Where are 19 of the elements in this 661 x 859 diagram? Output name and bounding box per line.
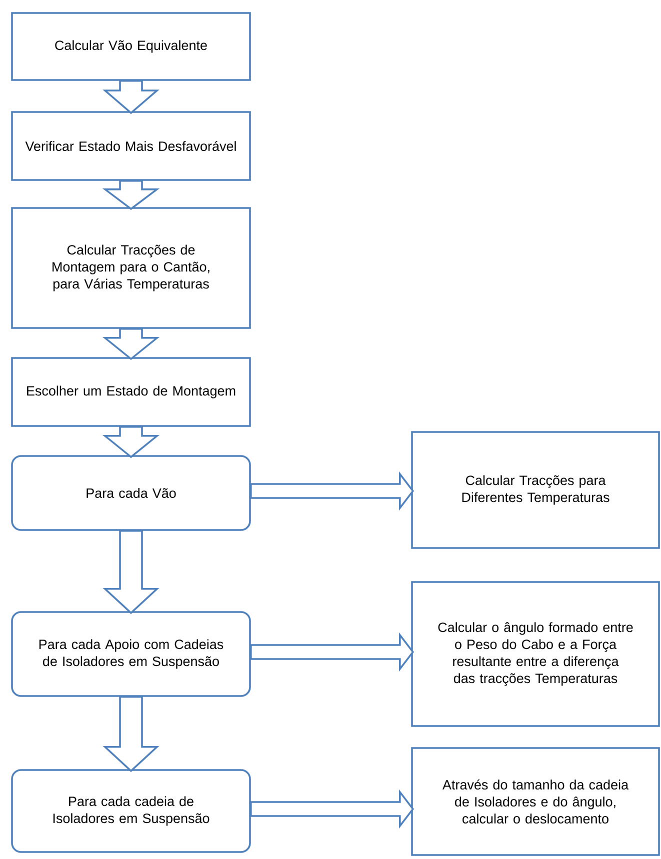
process-box: Calcular Tracções de Montagem para o Cantão, para Várias Temperaturas xyxy=(11,207,251,329)
block-arrow xyxy=(102,426,160,458)
rounded-process-box: Para cada Vão xyxy=(11,455,251,531)
block-arrow xyxy=(102,696,160,772)
process-box: Através do tamanho da cadeia de Isoladores e do ângulo, calcular o deslocamento xyxy=(411,747,660,856)
process-box: Calcular o ângulo formado entre o Peso do Cabo e a Força resultante entre a diferença das tracções Temperaturas xyxy=(411,581,660,727)
process-box: Calcular Vão Equivalente xyxy=(11,12,251,81)
process-box: Verificar Estado Mais Desfavorável xyxy=(11,111,251,181)
rounded-process-box: Para cada Apoio com Cadeias de Isoladores em Suspensão xyxy=(11,611,251,697)
block-arrow xyxy=(250,471,414,511)
block-arrow xyxy=(250,789,414,829)
block-arrow xyxy=(102,328,160,360)
block-arrow xyxy=(102,80,160,114)
process-box: Escolher um Estado de Montagem xyxy=(11,357,251,427)
rounded-process-box: Para cada cadeia de Isoladores em Suspensão xyxy=(11,769,251,853)
block-arrow xyxy=(250,632,414,672)
block-arrow xyxy=(102,530,160,614)
process-box: Calcular Tracções para Diferentes Temperaturas xyxy=(411,431,660,549)
block-arrow xyxy=(102,180,160,210)
